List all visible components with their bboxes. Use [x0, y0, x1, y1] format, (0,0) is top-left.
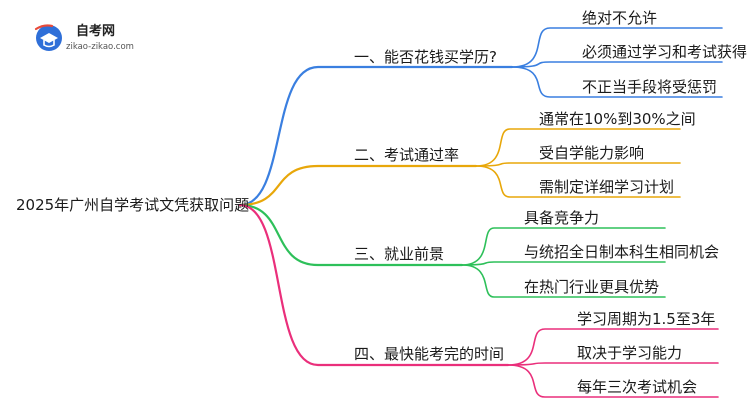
leaf-label[interactable]: 与统招全日制本科生相同机会: [524, 243, 719, 261]
logo-url: zikao-zikao.com: [66, 42, 134, 52]
branch-label[interactable]: 三、就业前景: [354, 245, 444, 263]
leaf-connector: [507, 362, 719, 366]
leaf-connector: [507, 364, 719, 398]
leaf-connector: [511, 27, 723, 68]
leaf-label[interactable]: 需制定详细学习计划: [539, 178, 674, 196]
leaf-connector: [511, 61, 723, 68]
leaf-connector: [475, 162, 681, 167]
leaf-connector: [461, 227, 666, 266]
leaf-connector: [507, 328, 719, 366]
leaf-label[interactable]: 学习周期为1.5至3年: [577, 310, 715, 328]
leaf-connector: [475, 128, 681, 167]
leaf-label[interactable]: 必须通过学习和考试获得: [582, 43, 747, 61]
leaf-connector: [461, 261, 666, 266]
branch-label[interactable]: 二、考试通过率: [354, 146, 459, 164]
branch-label[interactable]: 一、能否花钱买学历?: [354, 48, 497, 66]
site-logo[interactable]: 自考网 zikao-zikao.com: [34, 23, 134, 52]
branch-connector: [238, 203, 510, 367]
logo-brand: 自考网: [76, 23, 115, 39]
branch-connector: [238, 203, 464, 267]
branch-connector: [238, 65, 514, 207]
leaf-label[interactable]: 具备竞争力: [524, 209, 599, 227]
leaf-connector: [511, 66, 723, 98]
leaf-label[interactable]: 在热门行业更具优势: [524, 278, 659, 296]
leaf-label[interactable]: 取决于学习能力: [577, 344, 682, 362]
branch-connector: [238, 164, 478, 207]
leaf-label[interactable]: 通常在10%到30%之间: [539, 110, 696, 128]
mindmap-edges: [238, 27, 723, 398]
leaf-label[interactable]: 绝对不允许: [582, 9, 657, 27]
leaf-connector: [461, 264, 666, 298]
branch-label[interactable]: 四、最快能考完的时间: [354, 345, 504, 363]
leaf-label[interactable]: 每年三次考试机会: [577, 378, 697, 396]
leaf-connector: [475, 165, 681, 198]
root-topic[interactable]: 2025年广州自学考试文凭获取问题: [16, 196, 249, 214]
leaf-label[interactable]: 受自学能力影响: [539, 144, 644, 162]
leaf-label[interactable]: 不正当手段将受惩罚: [582, 78, 717, 96]
